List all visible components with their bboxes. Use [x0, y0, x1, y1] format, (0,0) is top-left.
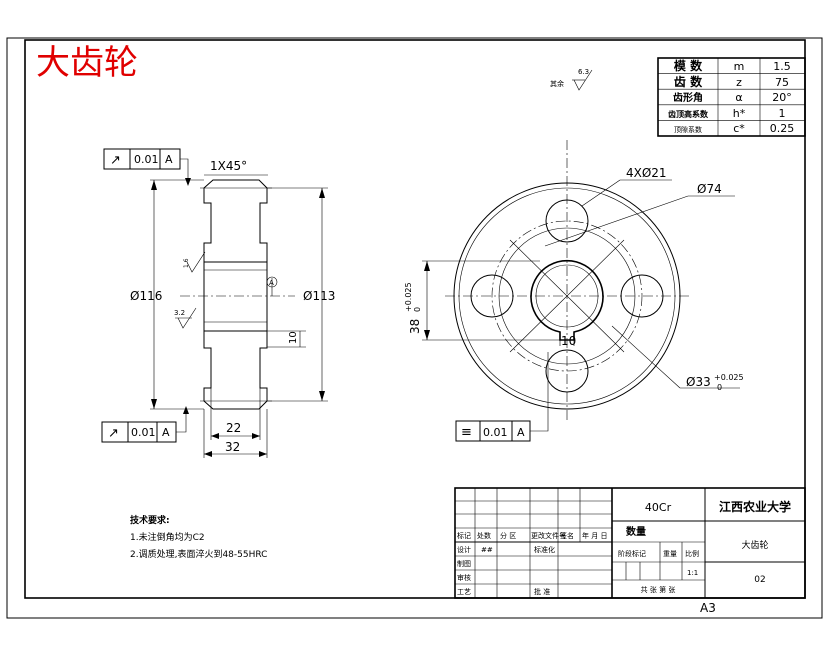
- inner-frame: [24, 39, 806, 599]
- tolerance-frame-bottom: ↗ 0.01 A: [101, 406, 189, 443]
- tol-bottom-ref: A: [162, 426, 170, 439]
- bore-label: Ø33: [686, 375, 711, 389]
- row-header: 签名: [560, 531, 574, 540]
- reviewer-label: 审核: [457, 573, 471, 582]
- param-symbol: c*: [733, 122, 745, 135]
- param-label: 齿形角: [673, 91, 703, 104]
- sym-tol-ref: A: [517, 426, 525, 439]
- param-label: 齿顶高系数: [668, 109, 709, 119]
- roughness-note: 其余 6.3: [550, 68, 593, 91]
- tol-top-value: 0.01: [134, 153, 159, 166]
- designer-value: ##: [481, 546, 493, 554]
- param-symbol: α: [735, 91, 742, 104]
- dim-hub-width: 22: [226, 421, 241, 435]
- pcd-label: Ø74: [697, 182, 722, 196]
- roughness-bore: 1.6: [183, 258, 190, 268]
- param-symbol: m: [734, 60, 745, 73]
- key-tol-low: 0: [413, 307, 422, 312]
- param-value: 20°: [772, 91, 792, 104]
- approve-label: 批 准: [534, 587, 550, 596]
- row-header: 分 区: [500, 531, 516, 540]
- designer-label: 设计: [457, 545, 471, 554]
- material-label: 40Cr: [645, 501, 672, 514]
- sym-tol-symbol: ≡: [461, 425, 472, 440]
- tol-top-symbol: ↗: [110, 153, 121, 168]
- bore-tol-low: 0: [717, 383, 722, 392]
- sheet-size-label: A3: [700, 601, 716, 615]
- param-value: 75: [775, 76, 789, 89]
- title-block: 40Cr 江西农业大学 大齿轮 02 数量 阶段标记 重量 比例 1:1 共 张…: [454, 487, 806, 599]
- section-view: 1X45° Ø116 Ø113 10 1.6 3.2 A: [101, 148, 335, 458]
- dim-root-diameter: Ø113: [303, 289, 335, 303]
- param-label: 顶隙系数: [674, 125, 702, 134]
- sym-tol-value: 0.01: [483, 426, 508, 439]
- param-value: 1.5: [773, 60, 791, 73]
- dim-total-width: 32: [225, 440, 240, 454]
- tol-top-ref: A: [165, 153, 173, 166]
- key-height-label: 38: [408, 319, 422, 334]
- roughness-note-label: 其余: [550, 79, 564, 88]
- datum-label: A: [269, 279, 274, 287]
- front-view: 4XØ21 Ø74 Ø33 +0.025 0 38 +0.025 0 10 ≡ …: [404, 140, 744, 442]
- scale-value: 1:1: [687, 569, 698, 577]
- symmetry-tolerance-frame: ≡ 0.01 A: [455, 352, 549, 442]
- chamfer-label: 1X45°: [210, 159, 247, 173]
- quantity-label: 数量: [626, 525, 646, 538]
- drawing-title: 大齿轮: [36, 43, 138, 83]
- outer-frame: [6, 37, 823, 619]
- holes-label: 4XØ21: [626, 166, 667, 180]
- tech-req-item: 2.调质处理,表面淬火到48-55HRC: [130, 548, 267, 560]
- row-header: 处数: [477, 531, 491, 540]
- dim-key-depth: 10: [288, 331, 299, 344]
- param-value: 0.25: [770, 122, 795, 135]
- technical-requirements: 技术要求: 1.未注倒角均为C2 2.调质处理,表面淬火到48-55HRC: [130, 514, 267, 560]
- tech-req-item: 1.未注倒角均为C2: [130, 531, 205, 543]
- param-label: 齿 数: [674, 74, 703, 89]
- key-tol-up: +0.025: [404, 282, 413, 312]
- row-header: 年 月 日: [582, 531, 607, 540]
- param-label: 模 数: [674, 58, 703, 73]
- bore-tol-up: +0.025: [714, 373, 744, 382]
- process-label: 工艺: [457, 588, 471, 596]
- param-value: 1: [779, 107, 786, 120]
- param-symbol: h*: [733, 107, 746, 120]
- key-width-label: 10: [561, 334, 576, 348]
- standardization-label: 标准化: [534, 545, 555, 554]
- stage-label: 阶段标记: [618, 549, 646, 558]
- dim-outer-diameter: Ø116: [130, 289, 162, 303]
- drafter-label: 制图: [457, 559, 471, 568]
- part-name-label: 大齿轮: [741, 539, 768, 551]
- tol-bottom-value: 0.01: [131, 426, 156, 439]
- roughness-face: 3.2: [174, 309, 185, 317]
- roughness-note-value: 6.3: [578, 68, 589, 76]
- tol-bottom-symbol: ↗: [108, 426, 119, 441]
- drawing-number: 02: [754, 575, 765, 585]
- tech-req-title: 技术要求:: [130, 514, 170, 526]
- row-header: 标记: [457, 531, 471, 540]
- sheets-label: 共 张 第 张: [641, 585, 676, 594]
- tolerance-frame-top: ↗ 0.01 A: [103, 148, 191, 186]
- param-symbol: z: [736, 76, 742, 89]
- scale-label: 比例: [685, 549, 699, 558]
- row-header: 更改文件号: [531, 531, 566, 540]
- organization-label: 江西农业大学: [719, 499, 791, 514]
- weight-label: 重量: [663, 550, 677, 558]
- parameter-table: 模 数 m 1.5 齿 数 z 75 齿形角 α 20° 齿顶高系数 h* 1 …: [657, 57, 806, 137]
